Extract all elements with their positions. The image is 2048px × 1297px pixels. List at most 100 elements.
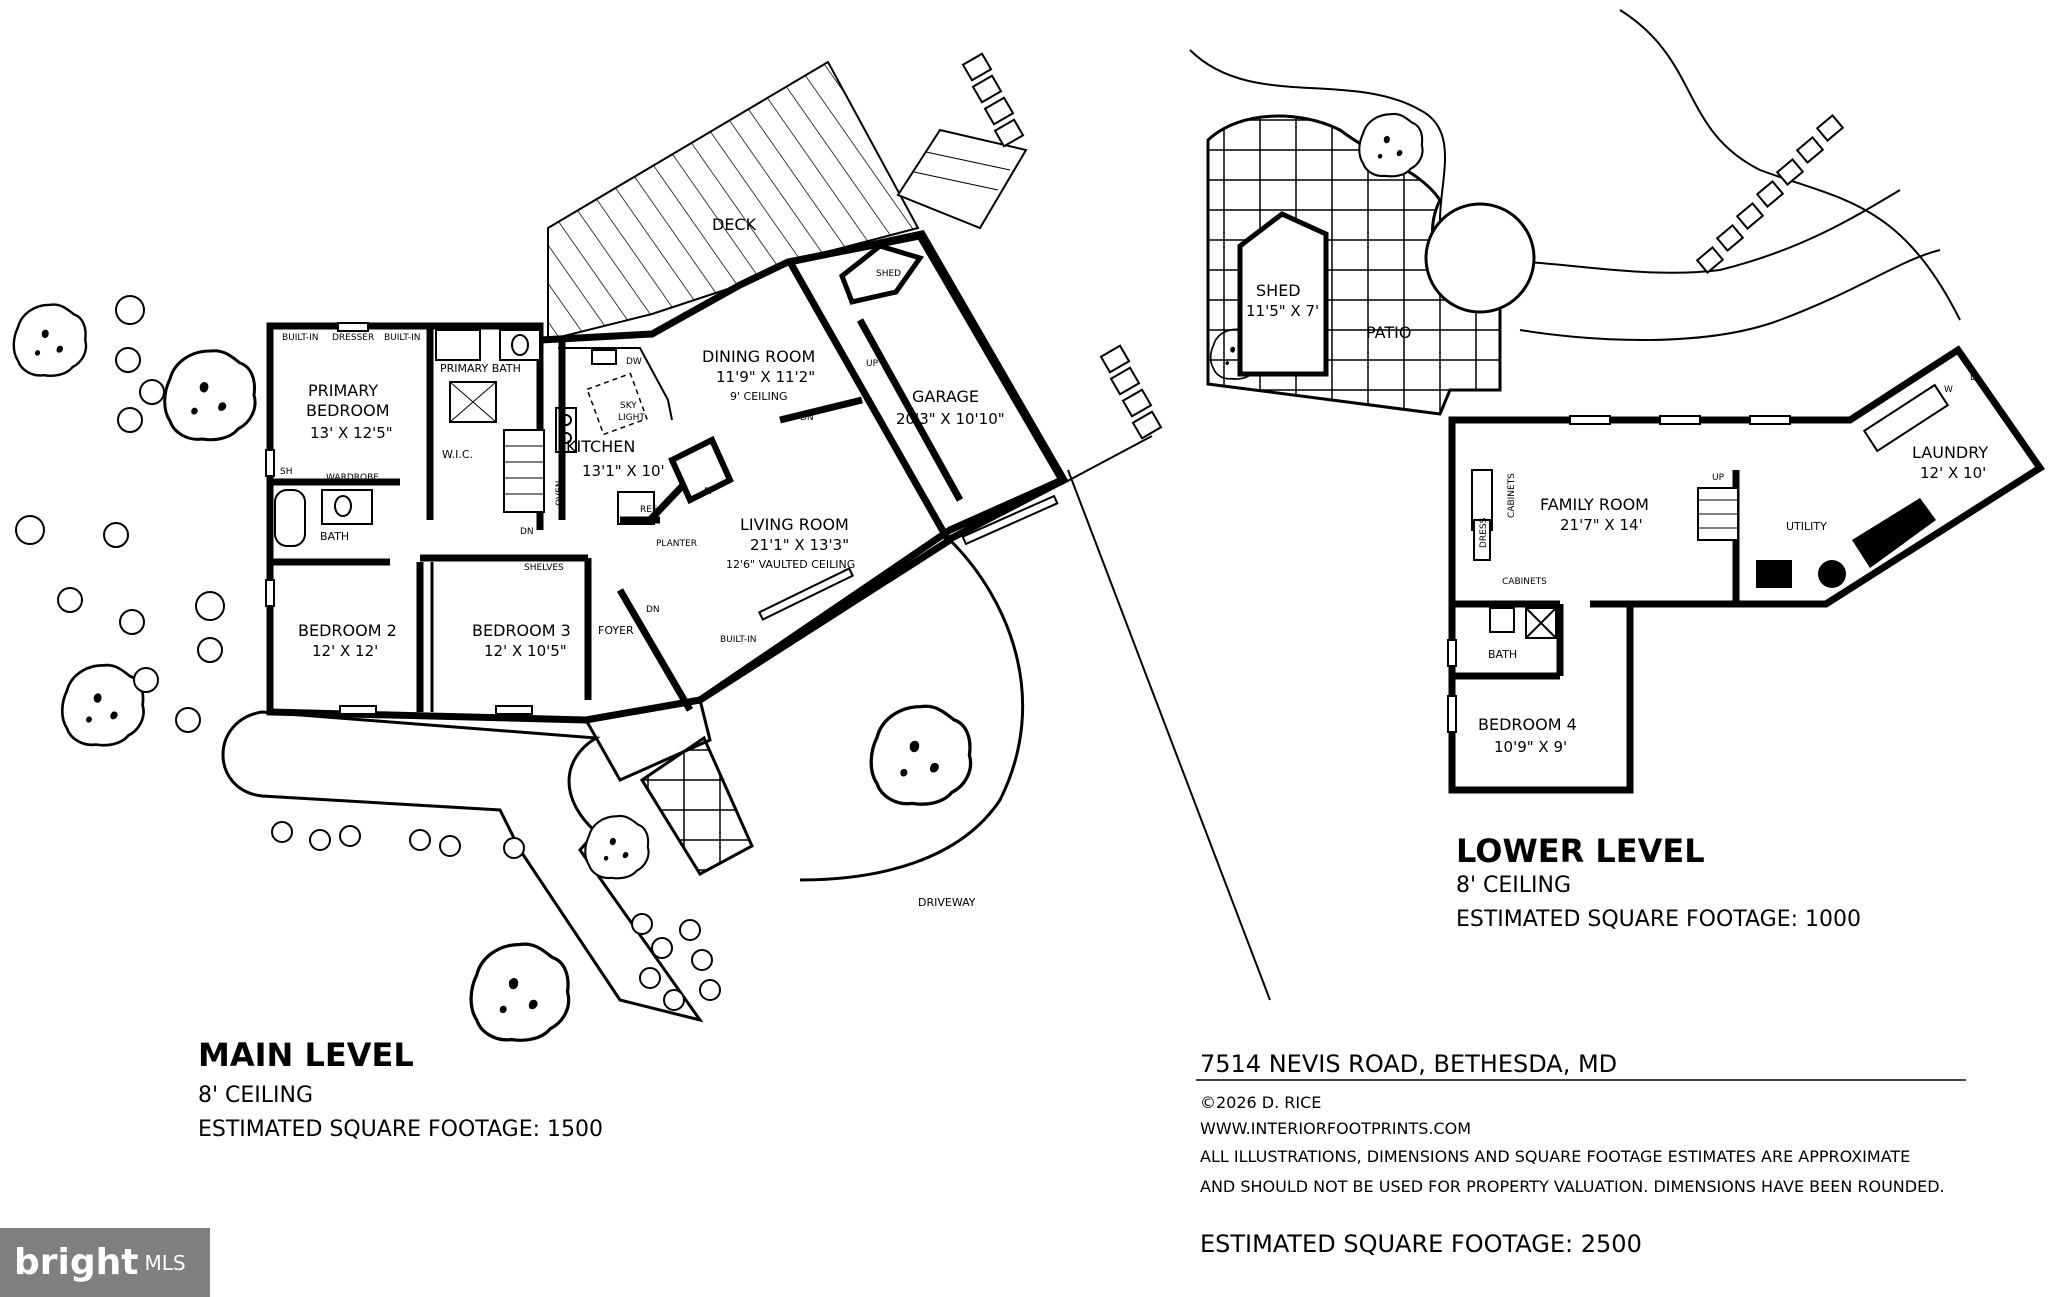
lower-shed-label: SHED: [1256, 281, 1301, 300]
stepping-stones: [961, 52, 1163, 440]
dn-label-3: DN: [646, 605, 660, 615]
dn-label-1: DN: [800, 413, 814, 423]
primary-bedroom-label: PRIMARY: [308, 381, 378, 400]
garden-path-3: [1479, 189, 1901, 274]
website: WWW.INTERIORFOOTPRINTS.COM: [1200, 1119, 1471, 1138]
disclaimer-line-2: AND SHOULD NOT BE USED FOR PROPERTY VALU…: [1200, 1177, 1945, 1196]
bedroom-2-dim: 12' X 12': [312, 642, 378, 660]
lower-level-title: LOWER LEVEL: [1456, 832, 1705, 870]
copyright: ©2026 D. RICE: [1200, 1093, 1321, 1112]
sh-label: SH: [280, 467, 292, 477]
garden-path-4: [1519, 249, 1941, 341]
bath-label: BATH: [320, 530, 349, 543]
fireplace: [668, 435, 734, 505]
cabinets-label-2: CABINETS: [1502, 577, 1547, 587]
dining-ceiling: 9' CEILING: [730, 390, 788, 403]
bath-fixtures: [274, 329, 541, 547]
garage-walls: [784, 230, 1069, 545]
lower-level-plan: [1189, 9, 2045, 1081]
lower-bath-fixtures: [1471, 469, 1557, 639]
family-room-dim: 21'7" X 14': [1560, 516, 1643, 534]
lower-trees: [1358, 112, 1424, 178]
garden-path-1: [1189, 49, 1446, 221]
wardrobe-label: WARDROBE: [326, 473, 379, 483]
entry-path: [584, 699, 712, 782]
furnace: [1818, 560, 1846, 588]
front-walk: [221, 710, 704, 1023]
bedroom-4-label: BEDROOM 4: [1478, 715, 1577, 734]
dryer-label: D: [1970, 373, 1977, 383]
main-level-ceiling: 8' CEILING: [198, 1083, 313, 1108]
ref-label: REF: [640, 505, 657, 515]
water-heater: [1756, 560, 1792, 588]
primary-bath-label: PRIMARY BATH: [440, 362, 521, 375]
living-room-dim: 21'1" X 13'3": [750, 536, 849, 554]
patio-label: PATIO: [1366, 323, 1411, 342]
fp-label: FP: [704, 487, 715, 497]
main-level-sqft: ESTIMATED SQUARE FOOTAGE: 1500: [198, 1117, 603, 1142]
washer-label: W: [1944, 385, 1953, 395]
garage-shed-label: SHED: [876, 269, 901, 279]
light-label: LIGHT: [618, 413, 645, 423]
garage-shed: [839, 243, 925, 305]
lower-shed-dim: 11'5" X 7': [1246, 302, 1319, 320]
disclaimer-line-1: ALL ILLUSTRATIONS, DIMENSIONS AND SQUARE…: [1200, 1147, 1910, 1166]
property-address: 7514 NEVIS ROAD, BETHESDA, MD: [1200, 1050, 1617, 1078]
living-ceiling: 12'6" VAULTED CEILING: [726, 558, 855, 571]
laundry-counter: [1862, 383, 1950, 453]
shelves-label: SHELVES: [524, 563, 564, 573]
dining-room-dim: 11'9" X 11'2": [716, 368, 815, 386]
lower-bath-label: BATH: [1488, 648, 1517, 661]
dress-label: DRESS: [1479, 517, 1489, 548]
lower-house-walls: [1448, 345, 2045, 794]
primary-bedroom-dim: 13' X 12'5": [310, 424, 393, 442]
shrubs: [15, 295, 721, 1011]
laundry-dim: 12' X 10': [1920, 464, 1986, 482]
cabinets-label-1: CABINETS: [1507, 473, 1517, 518]
total-sqft: ESTIMATED SQUARE FOOTAGE: 2500: [1200, 1230, 1642, 1258]
oven-label: OVEN: [555, 480, 565, 506]
kitchen-dim: 13'1" X 10': [582, 462, 665, 480]
bedroom-3-label: BEDROOM 3: [472, 621, 571, 640]
lower-up-label: UP: [1712, 473, 1725, 483]
garage-dim: 20'3" X 10'10": [896, 410, 1005, 428]
bedroom-4-dim: 10'9" X 9': [1494, 738, 1567, 756]
lower-shed: [1237, 211, 1329, 377]
planter-label: PLANTER: [656, 539, 697, 549]
laundry-label: LAUNDRY: [1912, 443, 1988, 462]
main-level-title: MAIN LEVEL: [198, 1036, 414, 1074]
wic-label: W.I.C.: [442, 448, 473, 461]
tiled-walkway: [639, 735, 754, 876]
driveway-line: [1067, 469, 1271, 1001]
kitchen-counters: [555, 347, 673, 525]
deck-stairs: [896, 128, 1028, 230]
dresser-label: DRESSER: [332, 333, 374, 343]
dn-label-2: DN: [520, 527, 534, 537]
lower-level-ceiling: 8' CEILING: [1456, 873, 1571, 898]
built-in-3-label: BUILT-IN: [720, 635, 757, 645]
bedroom-3-dim: 12' X 10'5": [484, 642, 567, 660]
deck-label: DECK: [712, 215, 757, 234]
lower-stepping-stones: [1695, 114, 1845, 274]
mls-badge: bright MLS: [0, 1228, 210, 1297]
built-in-2-label: BUILT-IN: [384, 333, 421, 343]
foyer-label: FOYER: [598, 624, 634, 637]
patio-circle: [1424, 202, 1536, 314]
garden-path-2: [1619, 9, 1961, 321]
bedroom-2-label: BEDROOM 2: [298, 621, 397, 640]
lower-stairs: [1697, 487, 1739, 541]
living-room-label: LIVING ROOM: [740, 515, 849, 534]
skylight: [586, 372, 648, 436]
brand-suffix: MLS: [144, 1250, 186, 1275]
up-label: UP: [866, 359, 879, 369]
brand-logo: bright: [14, 1242, 139, 1283]
built-in-1-label: BUILT-IN: [282, 333, 319, 343]
path-line: [1059, 435, 1153, 486]
main-stairs: [503, 429, 545, 513]
garage-label: GARAGE: [912, 387, 979, 406]
family-room-label: FAMILY ROOM: [1540, 495, 1649, 514]
lower-level-sqft: ESTIMATED SQUARE FOOTAGE: 1000: [1456, 907, 1861, 932]
utility-label: UTILITY: [1786, 520, 1827, 533]
kitchen-label: KITCHEN: [566, 437, 635, 456]
